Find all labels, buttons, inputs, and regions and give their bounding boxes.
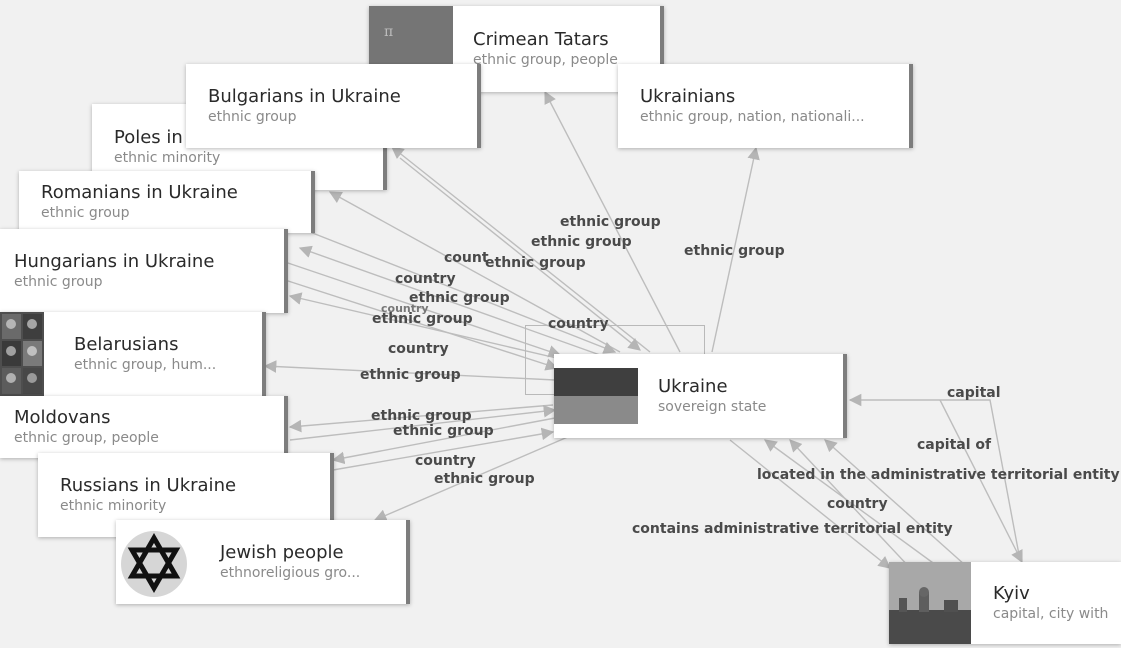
edge-label: capital of	[917, 437, 992, 453]
edge-label: ethnic group	[372, 311, 473, 327]
edge-ukraine-bulgarians	[391, 146, 651, 353]
node-kyiv[interactable]: Kyiv capital, city with	[889, 562, 1121, 644]
edge-kyiv-ukraine-capitalof	[824, 439, 966, 566]
edge-kyiv-ukraine-country	[789, 439, 913, 571]
node-subtitle: ethnic minority	[60, 497, 167, 514]
portraits-grid	[2, 314, 42, 394]
flag-ukraine-image	[554, 368, 638, 424]
edge-ukraine-ukrainians	[711, 146, 760, 353]
node-subtitle: capital, city with	[993, 605, 1109, 622]
star-of-david-icon	[116, 520, 198, 604]
node-subtitle: ethnic group	[14, 273, 103, 290]
node-ukrainians[interactable]: Ukrainians ethnic group, nation, nationa…	[618, 64, 913, 148]
flag-ukraine-icon	[554, 354, 638, 438]
edge-label: ethnic group	[485, 255, 586, 271]
edge-label: contains administrative territorial enti…	[632, 521, 953, 537]
node-title: Ukraine	[658, 376, 728, 397]
node-bulgarians[interactable]: Bulgarians in Ukraine ethnic group	[186, 64, 481, 148]
edge-ukraine-romanians	[298, 245, 601, 356]
node-ukraine[interactable]: Ukraine sovereign state	[554, 354, 847, 438]
node-title: Crimean Tatars	[473, 29, 609, 50]
star-of-david-image	[121, 531, 187, 597]
node-romanians[interactable]: Romanians in Ukraine ethnic group	[19, 171, 315, 233]
edge-ukraine-moldovans	[288, 404, 554, 433]
edge-label: located in the administrative territoria…	[757, 467, 1120, 483]
node-subtitle: ethnic group, nation, nationali...	[640, 108, 865, 125]
edge-label: capital	[947, 385, 1001, 401]
node-title: Hungarians in Ukraine	[14, 251, 215, 272]
node-subtitle: ethnic group, people	[14, 429, 159, 446]
edge-label: ethnic group	[393, 423, 494, 439]
edge-label: ethnic group	[434, 471, 535, 487]
node-title: Russians in Ukraine	[60, 475, 237, 496]
node-title: Belarusians	[74, 334, 179, 355]
edge-label: country	[415, 453, 476, 469]
edge-russians-ukraine	[332, 427, 555, 471]
edge-ukraine-crimean	[544, 90, 681, 353]
portraits-image	[0, 312, 44, 396]
edge-label: country	[388, 341, 449, 357]
edge-ukraine-hungarians	[288, 292, 566, 361]
edge-romanians-ukraine	[309, 231, 617, 354]
node-subtitle: ethnoreligious gro...	[220, 564, 361, 581]
node-subtitle: ethnic group	[208, 108, 297, 125]
kyiv-skyline	[889, 562, 971, 644]
node-belarusians[interactable]: Belarusians ethnic group, hum...	[0, 312, 266, 396]
edge-hungarians-ukraine	[284, 261, 562, 358]
node-subtitle: ethnic group, hum...	[74, 356, 217, 373]
edge-ukraine-belarusians	[263, 360, 556, 381]
node-subtitle: sovereign state	[658, 398, 767, 415]
node-title: Moldovans	[14, 407, 111, 428]
node-hungarians[interactable]: Hungarians in Ukraine ethnic group	[0, 229, 288, 313]
edge-label: ethnic group	[371, 408, 472, 424]
edge-label: country	[827, 496, 888, 512]
edge-label: ethnic group	[360, 367, 461, 383]
edge-moldovans-ukraine	[289, 405, 557, 441]
edge-ukraine-russians	[331, 417, 556, 465]
edge-ukraine-kyiv-capital	[848, 393, 1021, 561]
edge-label: ethnic group	[684, 243, 785, 259]
node-subtitle: ethnic group, people	[473, 51, 618, 68]
edge-label: country	[381, 302, 429, 315]
node-jewish[interactable]: Jewish people ethnoreligious gro...	[116, 520, 410, 604]
edge-label: count	[444, 250, 489, 266]
edge-hungarians-ukraine-2	[284, 279, 559, 371]
edge-ukraine-kyiv-contains	[729, 439, 891, 569]
edge-label: country	[548, 316, 609, 332]
edge-kyiv-capital-down	[939, 399, 1023, 564]
edge-label: country	[395, 271, 456, 287]
node-title: Bulgarians in Ukraine	[208, 86, 401, 107]
edge-label: ethnic group	[560, 214, 661, 230]
svg-text:ᴨ: ᴨ	[384, 24, 393, 40]
node-title: Kyiv	[993, 583, 1030, 604]
node-title: Ukrainians	[640, 86, 736, 107]
node-title: Romanians in Ukraine	[41, 182, 238, 203]
edge-label: ethnic group	[531, 234, 632, 250]
node-title: Poles in	[114, 127, 183, 148]
node-title: Jewish people	[220, 542, 344, 563]
edge-bulgarians-ukraine	[399, 157, 641, 351]
node-moldovans[interactable]: Moldovans ethnic group, people	[0, 396, 288, 458]
node-subtitle: ethnic group	[41, 204, 130, 221]
edge-ukraine-jewish	[373, 435, 571, 522]
edge-kyiv-ukraine-located	[763, 439, 941, 569]
node-subtitle: ethnic minority	[114, 149, 221, 166]
edge-label: ethnic group	[409, 290, 510, 306]
kyiv-city-image	[889, 562, 971, 644]
